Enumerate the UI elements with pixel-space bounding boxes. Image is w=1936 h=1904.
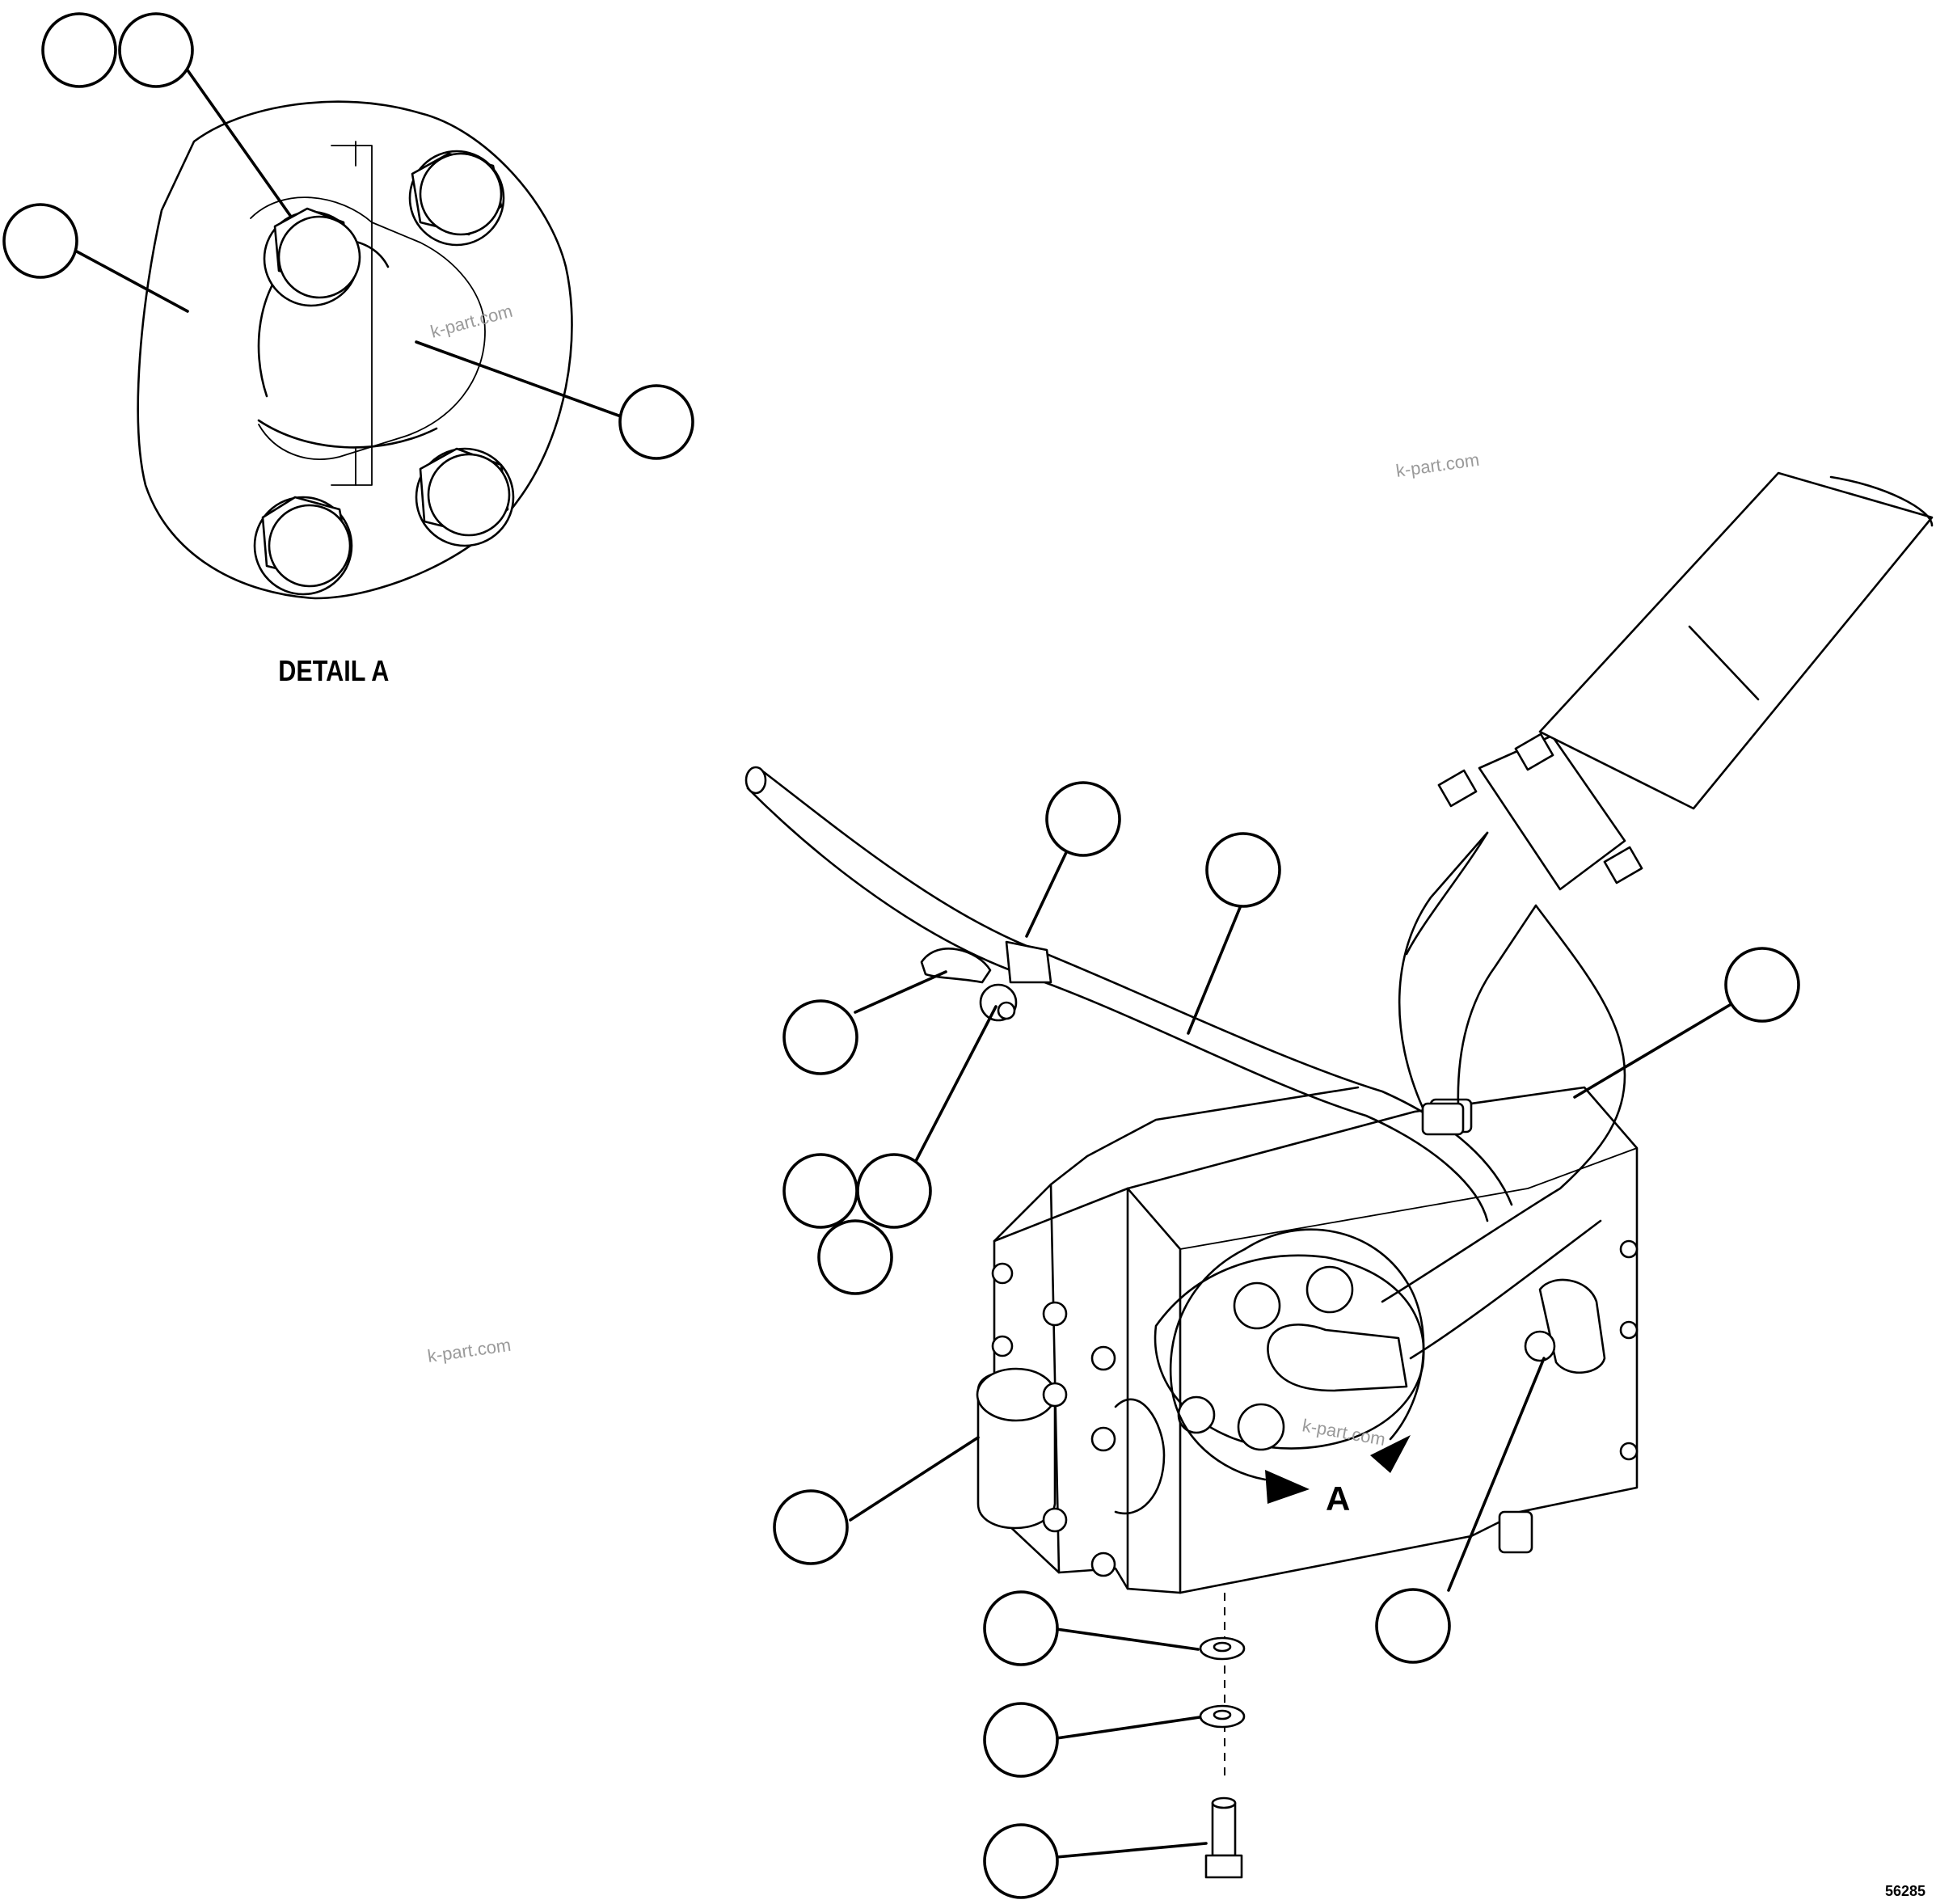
callout-balloon bbox=[817, 1219, 893, 1295]
tube-clamp bbox=[1005, 940, 1052, 984]
detail-a-title: DETAIL A bbox=[278, 656, 389, 688]
watermark: k-part.com bbox=[1301, 1415, 1387, 1450]
detail-a-flange bbox=[137, 100, 573, 600]
callout-balloon bbox=[118, 12, 194, 88]
flange-bolt-bottom-right bbox=[415, 447, 515, 547]
watermark: k-part.com bbox=[426, 1335, 512, 1366]
callout-balloon bbox=[1205, 832, 1281, 908]
washer-upper bbox=[1199, 1636, 1246, 1661]
pump-assembly: A bbox=[744, 471, 1934, 1594]
view-marker: A bbox=[1326, 1480, 1350, 1518]
callout-balloon bbox=[41, 12, 117, 88]
callout-balloon bbox=[983, 1702, 1059, 1778]
callout-balloons bbox=[2, 12, 1800, 1899]
side-bolts bbox=[991, 1239, 1639, 1577]
callout-balloon bbox=[1045, 781, 1121, 857]
callout-balloon bbox=[782, 1153, 858, 1229]
callout-balloon bbox=[2, 203, 78, 279]
watermark: k-part.com bbox=[1394, 450, 1480, 481]
callout-balloon bbox=[983, 1590, 1059, 1666]
view-arrow-left bbox=[1265, 1470, 1310, 1504]
callout-balloon bbox=[856, 1153, 932, 1229]
callout-balloon bbox=[1724, 947, 1800, 1023]
callout-balloon bbox=[773, 1489, 849, 1565]
hose bbox=[1538, 471, 1934, 810]
flange-bolt-top-left bbox=[263, 207, 361, 307]
leader-lines bbox=[74, 53, 1740, 1859]
flange-bolt-top-right bbox=[408, 150, 505, 247]
drawing-number: 56285 bbox=[1885, 1883, 1925, 1899]
callout-balloon bbox=[782, 999, 858, 1075]
cap-screw bbox=[1204, 1796, 1243, 1879]
callout-balloon bbox=[983, 1823, 1059, 1899]
watermark: k-part.com bbox=[428, 301, 515, 342]
washer-lower bbox=[1199, 1704, 1246, 1729]
view-arrow-right bbox=[1370, 1435, 1411, 1473]
callout-balloon bbox=[1375, 1588, 1451, 1664]
callout-balloon bbox=[618, 384, 694, 460]
flange-bolt-bottom-left bbox=[253, 496, 353, 596]
